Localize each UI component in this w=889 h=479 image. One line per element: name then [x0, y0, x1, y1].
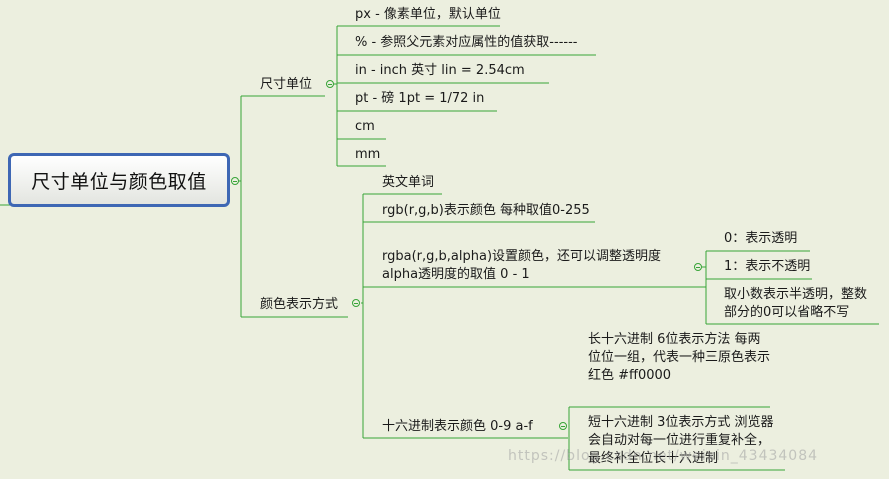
root-topic-label: 尺寸单位与颜色取值	[31, 170, 207, 193]
size-item-percent[interactable]: % - 参照父元素对应属性的值获取------	[355, 35, 578, 50]
size-item-cm[interactable]: cm	[355, 119, 375, 134]
rgba-child-transparent[interactable]: 0：表示透明	[724, 231, 798, 246]
collapse-toggle-icon[interactable]	[326, 80, 334, 88]
rgba-child-opaque[interactable]: 1：表示不透明	[724, 259, 811, 274]
color-item-rgb[interactable]: rgb(r,g,b)表示颜色 每种取值0-255	[382, 203, 590, 218]
rgba-child-fraction[interactable]: 取小数表示半透明，整数部分的0可以省略不写	[724, 287, 868, 320]
size-item-pt[interactable]: pt - 磅 1pt = 1/72 in	[355, 91, 485, 106]
size-item-px[interactable]: px - 像素单位，默认单位	[355, 7, 501, 22]
watermark: https://blog.csdn.net/weixin_43434084	[508, 448, 819, 464]
color-item-rgba-line1[interactable]: rgba(r,g,b,alpha)设置颜色，还可以调整透明度	[382, 249, 662, 264]
color-item-hex[interactable]: 十六进制表示颜色 0-9 a-f	[382, 419, 533, 434]
hex-child-short[interactable]: 短十六进制 3位表示方式 浏览器会自动对每一位进行重复补全，最终补全位长十六进制	[588, 415, 774, 466]
collapse-toggle-icon[interactable]	[231, 177, 239, 185]
color-item-english[interactable]: 英文单词	[382, 175, 435, 190]
collapse-toggle-icon[interactable]	[559, 422, 567, 430]
collapse-toggle-icon[interactable]	[694, 263, 702, 271]
size-item-mm[interactable]: mm	[355, 147, 381, 162]
color-item-rgba-line2[interactable]: alpha透明度的取值 0 - 1	[382, 267, 530, 282]
hex-child-long[interactable]: 长十六进制 6位表示方法 每两位位一组，代表一种三原色表示 红色 #ff0000	[588, 332, 771, 383]
branch-size-units[interactable]: 尺寸单位	[260, 77, 313, 92]
branch-color-methods[interactable]: 颜色表示方式	[260, 297, 339, 312]
size-item-in[interactable]: in - inch 英寸 lin = 2.54cm	[355, 63, 525, 78]
root-topic[interactable]: 尺寸单位与颜色取值	[8, 153, 230, 207]
collapse-toggle-icon[interactable]	[352, 299, 360, 307]
